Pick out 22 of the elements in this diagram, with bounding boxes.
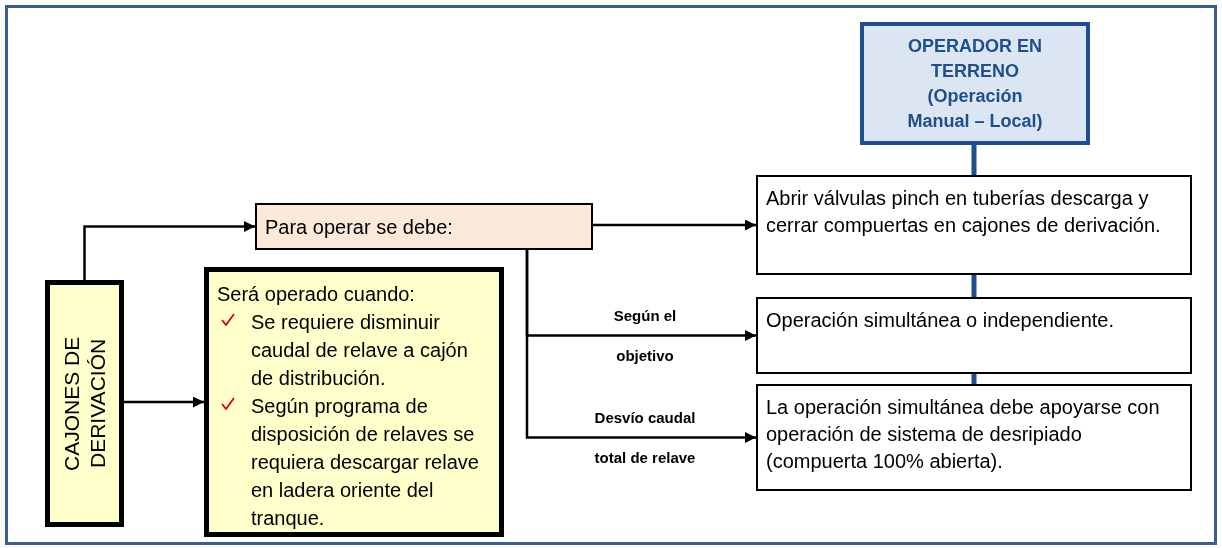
connector-arrow [525,250,756,443]
role-box [860,22,1090,145]
step-box [756,384,1192,491]
condition-box [204,267,504,537]
node-text: Será operado cuando: [217,282,416,307]
connector-arrow [593,219,756,231]
connector-arrow [83,221,255,280]
node-text: Abrir válvulas pinch en tuberías descarga y cerrar compuertas en cajones de derivación. [766,186,1162,238]
bullet-text: Según programa de disposición de relaves se requiera descargar relave en ladera oriente del tranque. [251,394,480,531]
edge-label: Según el objetivo [612,305,678,366]
node-text: Operación simultánea o independiente. [766,308,1116,333]
connector-arrow [124,396,204,408]
node-text: OPERADOR EN TERRENO (Operación Manual – Local) [906,34,1044,133]
node-text: Para operar se debe: [265,214,453,240]
step-box [756,175,1192,275]
step-box [756,297,1192,374]
vertical-label: CAJONES DE DERIVACIÓN [58,335,110,473]
node-text: La operación simultánea debe apoyarse con operación de sistema de desripiado (compuerta 100% abierta). [766,395,1161,474]
bullet-text: Se requiere disminuir caudal de relave a cajón de distribución. [251,310,469,391]
component-box [45,280,124,527]
process-box [255,203,593,250]
edge-label: Desvío caudal total de relave [593,407,697,468]
